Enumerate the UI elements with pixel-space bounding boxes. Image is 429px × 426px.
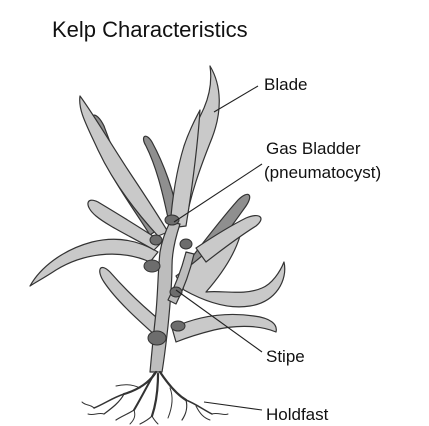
holdfast-roots <box>82 372 228 424</box>
kelp-illustration <box>30 66 285 424</box>
label-holdfast: Holdfast <box>266 405 329 424</box>
label-blade: Blade <box>264 75 307 94</box>
diagram-title: Kelp Characteristics <box>52 17 248 42</box>
gas-bladder-7 <box>148 331 166 345</box>
leader-blade <box>214 86 258 112</box>
label-stipe: Stipe <box>266 347 305 366</box>
gas-bladder-4 <box>144 260 160 272</box>
gas-bladder-5 <box>170 287 182 297</box>
label-gas-bladder: Gas Bladder <box>266 139 361 158</box>
blade-lower-left <box>100 267 162 336</box>
label-pneumatocyst: (pneumatocyst) <box>264 163 381 182</box>
gas-bladder-3 <box>180 239 192 249</box>
gas-bladder-6 <box>171 321 185 331</box>
leader-holdfast <box>204 402 262 410</box>
blade-lower-right <box>172 315 276 343</box>
gas-bladder-2 <box>150 235 162 245</box>
blade-left-lower <box>30 239 158 286</box>
